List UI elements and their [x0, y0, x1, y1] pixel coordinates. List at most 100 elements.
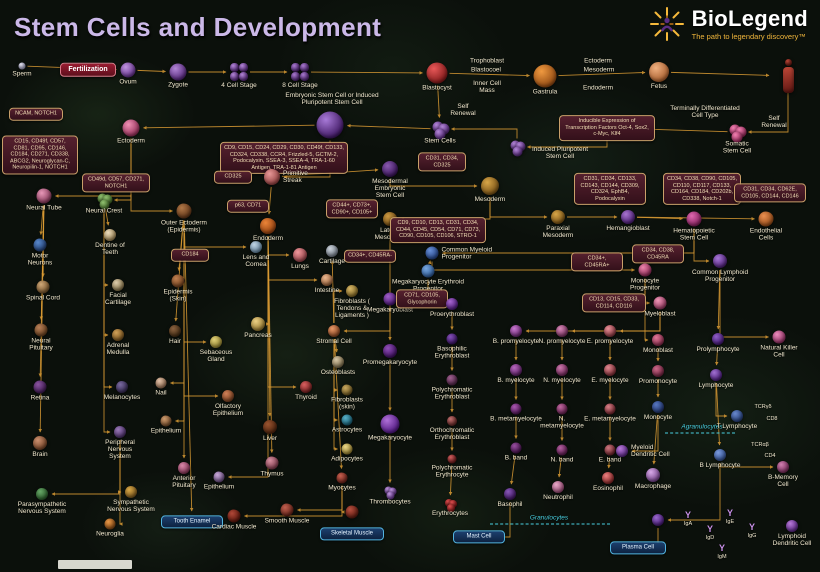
fibroblasts-skin-label: Fibroblasts (skin)	[331, 396, 363, 411]
muscle-figure	[781, 59, 795, 93]
neural-pituitary: Neural Pituitary	[29, 323, 53, 352]
msc-markers-box: CD44+, CD73+, CD90+, CD105+	[326, 199, 378, 219]
zygote: Zygote	[168, 63, 188, 89]
eight-cell-stage-label: 8 Cell Stage	[282, 82, 318, 89]
anterior-pituitary-icon	[178, 462, 190, 474]
parasympathetic-nervous-system-label: Parasympathetic Nervous System	[17, 501, 67, 516]
megakaryoblast: Megakaryoblast	[367, 292, 413, 314]
smooth-muscle-label: Smooth Muscle	[264, 517, 310, 525]
logo-tagline: The path to legendary discovery™	[691, 31, 806, 41]
edge-neural-crest-to-dentine-of-teeth	[104, 208, 110, 226]
basophil-icon	[504, 488, 516, 500]
cd184-box: CD184	[171, 248, 209, 262]
promegakaryocyte: Promegakaryocyte	[363, 344, 417, 366]
polychromatic-erythrocyte-icon	[447, 454, 457, 464]
t-lymphocyte-label: T Lymphocyte	[716, 423, 758, 430]
thyroid: Thyroid	[295, 381, 317, 401]
monocyte-label: Monocyte	[643, 414, 673, 421]
spinal-cord: Spinal Cord	[26, 280, 60, 302]
terminally-differentiated-label: Terminally Differentiated Cell Type	[670, 104, 740, 119]
edge-mesodermal-esc-to-mesoderm	[389, 179, 478, 188]
self-renewal-right-label: Self Renewal	[761, 114, 787, 129]
eosinophil-icon	[602, 472, 614, 484]
basophil-label: Basophil	[497, 501, 523, 508]
stromal-cell-label: Stromal Cell	[316, 338, 352, 345]
fertilization-box: Fertilization	[60, 62, 116, 78]
edge-polychromatic-erythrocyte-to-erythrocytes	[448, 465, 453, 496]
polychromatic-erythroblast-icon	[446, 374, 458, 386]
fetus: Fetus	[649, 62, 669, 90]
edge-neural-crest-to-adrenal-medulla	[103, 208, 109, 337]
facial-cartilage-icon	[112, 279, 124, 291]
ovum: Ovum	[119, 62, 137, 86]
melanocytes-icon	[116, 381, 128, 393]
myocytes-icon	[336, 472, 348, 484]
n-myelocyte-label: N. myelocyte	[543, 377, 581, 384]
lymphocyte-icon	[710, 369, 722, 381]
megakaryocyte: Megakaryocyte	[368, 414, 412, 442]
transcription-factors-box: Inducible Expression of Transcription Fa…	[559, 115, 655, 141]
primitive-streak-label: Primitive Streak	[283, 169, 308, 184]
edge-b-band-to-basophil	[509, 455, 516, 485]
eight-cell-stage-icon	[291, 63, 300, 72]
astrocytes: Astrocytes	[332, 414, 362, 434]
liver-icon	[263, 420, 277, 434]
paraxial-mesoderm-icon	[551, 210, 565, 224]
olfactory-epithelium: Olfactory Epithelium	[213, 390, 243, 417]
neural-tube-icon	[36, 188, 52, 204]
megakaryocyte-icon	[380, 414, 400, 434]
four-cell-stage-icon	[230, 72, 239, 81]
b-metamyelocyte-icon	[510, 403, 522, 415]
hemangioblast-icon	[621, 210, 635, 224]
igd-antibody-icon: Y	[706, 524, 713, 534]
edge-endoderm-to-epithelium-endoderm	[228, 236, 269, 479]
zygote-icon	[169, 63, 187, 81]
hair-label: Hair	[169, 338, 181, 345]
liver-label: Liver	[262, 435, 278, 442]
lymphoid-dendritic-cell-label: Lymphoid Dendritic Cell	[772, 533, 812, 548]
hsc-markers-box: CD34, CD38, CD90, CD105, CD110, CD117, C…	[663, 172, 741, 206]
neuroglia-label: Neuroglia	[96, 530, 124, 538]
retina-icon	[33, 380, 47, 394]
edge-primitive-streak-to-endoderm	[267, 186, 272, 215]
peripheral-nervous-system-label: Peripheral Nervous System	[105, 439, 135, 461]
n-myelocyte: N. myelocyte	[543, 364, 581, 384]
sperm-label: Sperm	[12, 70, 32, 78]
mast-cell-box: Mast Cell	[453, 530, 505, 544]
orthochromatic-erythroblast-icon	[447, 416, 457, 426]
mesodermal-esc-icon	[382, 161, 398, 177]
basophilic-erythroblast-label: Basophilic Erythroblast	[434, 345, 470, 360]
ectoderm-icon	[122, 119, 140, 137]
blastocyst-icon	[426, 62, 448, 84]
anterior-pituitary-label: Anterior Pituitary	[172, 475, 196, 490]
endoderm: Endoderm	[253, 218, 283, 242]
promegakaryocyte-label: Promegakaryocyte	[362, 359, 418, 366]
stromal-cell: Stromal Cell	[316, 325, 352, 345]
mesoderm: Mesoderm	[475, 177, 505, 203]
common-lymphoid-progenitor: Common Lymphoid Progenitor	[692, 254, 748, 283]
n-metamyelocyte-label: N. metamyelocyte	[540, 415, 584, 430]
thymus: Thymus	[260, 456, 284, 478]
logo-name: BioLegend	[691, 5, 808, 31]
n-metamyelocyte-icon	[556, 403, 568, 415]
neuroglia-icon	[104, 518, 116, 530]
parasympathetic-nervous-system-icon	[36, 488, 48, 500]
stem-cells: Stem Cells	[424, 121, 456, 145]
blastocoel-label: Blastocoel	[471, 66, 501, 74]
lateral-mesoderm-markers-box: CD9, CD10, CD13, CD31, CD34, CD44, CD45,…	[390, 217, 486, 243]
intestine: Intestine	[315, 274, 339, 294]
paraxial-mesoderm-label: Paraxial Mesoderm	[542, 225, 574, 240]
peripheral-nervous-system-icon	[114, 426, 126, 438]
skeletal-muscle-icon-icon	[345, 505, 359, 519]
four-cell-stage-icon	[239, 72, 248, 81]
myeloid-dendritic-cell-icon	[616, 445, 628, 457]
primitive-streak: Primitive Streak	[264, 169, 308, 185]
motor-neurons-icon	[33, 238, 47, 252]
dentine-of-teeth-label: Dentine of Teeth	[95, 242, 125, 257]
primitive-streak-icon	[264, 169, 280, 185]
edge-stromal-cell-to-adipocytes	[333, 339, 338, 451]
gastrula-mesoderm-label: Mesoderm	[583, 66, 615, 74]
sperm: Sperm	[12, 62, 32, 78]
ectoderm-label: Ectoderm	[117, 137, 145, 145]
